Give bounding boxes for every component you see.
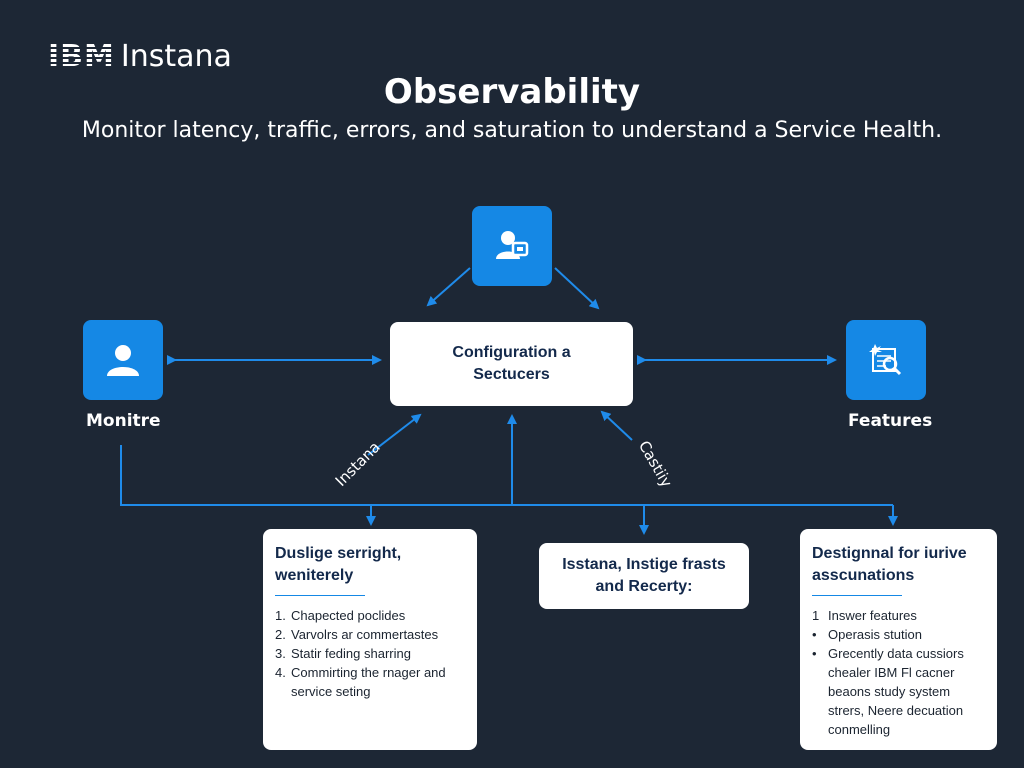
list-item: chealer IBM Fl cacner [828, 665, 955, 680]
product-name: Instana [120, 38, 232, 74]
monitor-label: Monitre [86, 411, 161, 431]
card-middle-line-2: and Recerty: [595, 578, 693, 595]
card-left: Duslige serright, weniterely 1.Chapected… [263, 529, 477, 750]
list-item: •Operasis stution [812, 627, 922, 642]
configuration-node: Configuration a Sectucers [390, 322, 633, 406]
center-line-1: Configuration a [452, 344, 571, 361]
card-right-title-1: Destignnal for iurive [812, 545, 967, 562]
search-chart-icon [846, 320, 926, 400]
card-left-list: 1.Chapected poclides 2.Varvolrs ar comme… [275, 606, 465, 701]
list-item: 4.Commirting the rnager and [275, 665, 446, 680]
arrow-top-to-center-right [554, 267, 600, 310]
user-icon [83, 320, 163, 400]
card-divider [812, 595, 902, 596]
user-security-icon [472, 206, 552, 286]
list-item: 3.Statir feding sharring [275, 646, 411, 661]
card-left-title-1: Duslige serright, [275, 545, 402, 562]
bus-line [120, 445, 893, 506]
arrow-diag-right [600, 410, 633, 441]
card-divider [275, 595, 365, 596]
page-title: Observability [383, 72, 641, 112]
features-label: Features [848, 411, 933, 431]
arrow-top-to-center-left [426, 267, 471, 307]
card-left-title-2: weniterely [275, 567, 354, 584]
list-item: beaons study system [828, 684, 951, 699]
list-item: conmelling [828, 722, 891, 737]
page-subtitle: Monitor latency, traffic, errors, and sa… [81, 118, 943, 143]
card-middle-line-1: Isstana, Instige frasts [562, 556, 726, 573]
list-item: service seting [291, 684, 371, 699]
list-item: 2.Varvolrs ar commertastes [275, 627, 439, 642]
ibm-logo: IBM [48, 38, 115, 74]
list-item: strers, Neere decuation [828, 703, 964, 718]
arrow-diag-left [367, 413, 422, 456]
center-line-2: Sectucers [473, 366, 550, 383]
card-right-title-2: asscunations [812, 567, 915, 584]
list-item: •Grecently data cussiors [812, 646, 964, 661]
brand-logo: IBM Instana [48, 36, 232, 76]
card-middle: Isstana, Instige frasts and Recerty: [539, 543, 749, 609]
list-item: 1.Chapected poclides [275, 608, 406, 623]
